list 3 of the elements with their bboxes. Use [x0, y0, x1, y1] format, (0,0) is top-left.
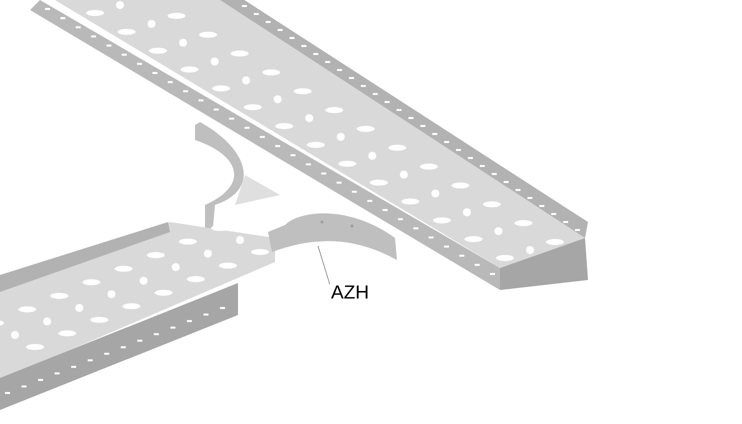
part-label: AZH	[331, 285, 368, 299]
leader-line	[318, 246, 330, 285]
bend-piece	[268, 214, 397, 260]
